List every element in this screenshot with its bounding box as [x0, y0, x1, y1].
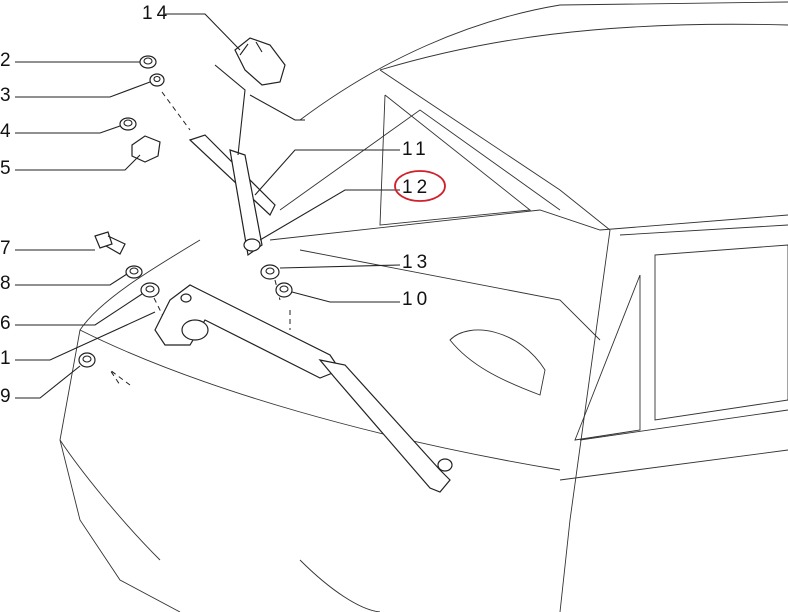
washer-4[interactable]: [119, 117, 137, 131]
highlight-circle-12: [394, 170, 446, 202]
label-6: 6: [0, 313, 15, 334]
nut-2[interactable]: [139, 55, 157, 69]
nut-9[interactable]: [78, 352, 96, 368]
washer-8[interactable]: [125, 265, 143, 279]
label-10: 10: [402, 289, 431, 310]
leader-lines: [15, 13, 401, 399]
dash-line: [109, 369, 131, 386]
label-5: 5: [0, 158, 15, 179]
wiper-arm-11[interactable]: [188, 134, 276, 257]
label-12: 12: [402, 177, 431, 198]
label-3: 3: [0, 85, 15, 106]
label-2: 2: [0, 50, 15, 71]
label-1: 1: [0, 348, 15, 369]
wiper-motor-linkage-1[interactable]: [154, 284, 453, 493]
label-8: 8: [0, 273, 15, 294]
bolt-7[interactable]: [94, 231, 126, 255]
washer-10[interactable]: [275, 282, 293, 298]
wiper-arm-cap-14[interactable]: [234, 37, 286, 86]
car-body-outline: [59, 1, 788, 612]
label-7: 7: [0, 238, 15, 259]
washer-3[interactable]: [149, 73, 165, 87]
label-14: 14: [142, 3, 171, 24]
label-11: 11: [402, 139, 430, 160]
label-9: 9: [0, 386, 15, 407]
nut-13[interactable]: [260, 264, 280, 280]
label-4: 4: [0, 121, 15, 142]
label-13: 13: [402, 252, 431, 273]
spacer-6[interactable]: [140, 282, 160, 298]
dash-line: [161, 91, 191, 131]
